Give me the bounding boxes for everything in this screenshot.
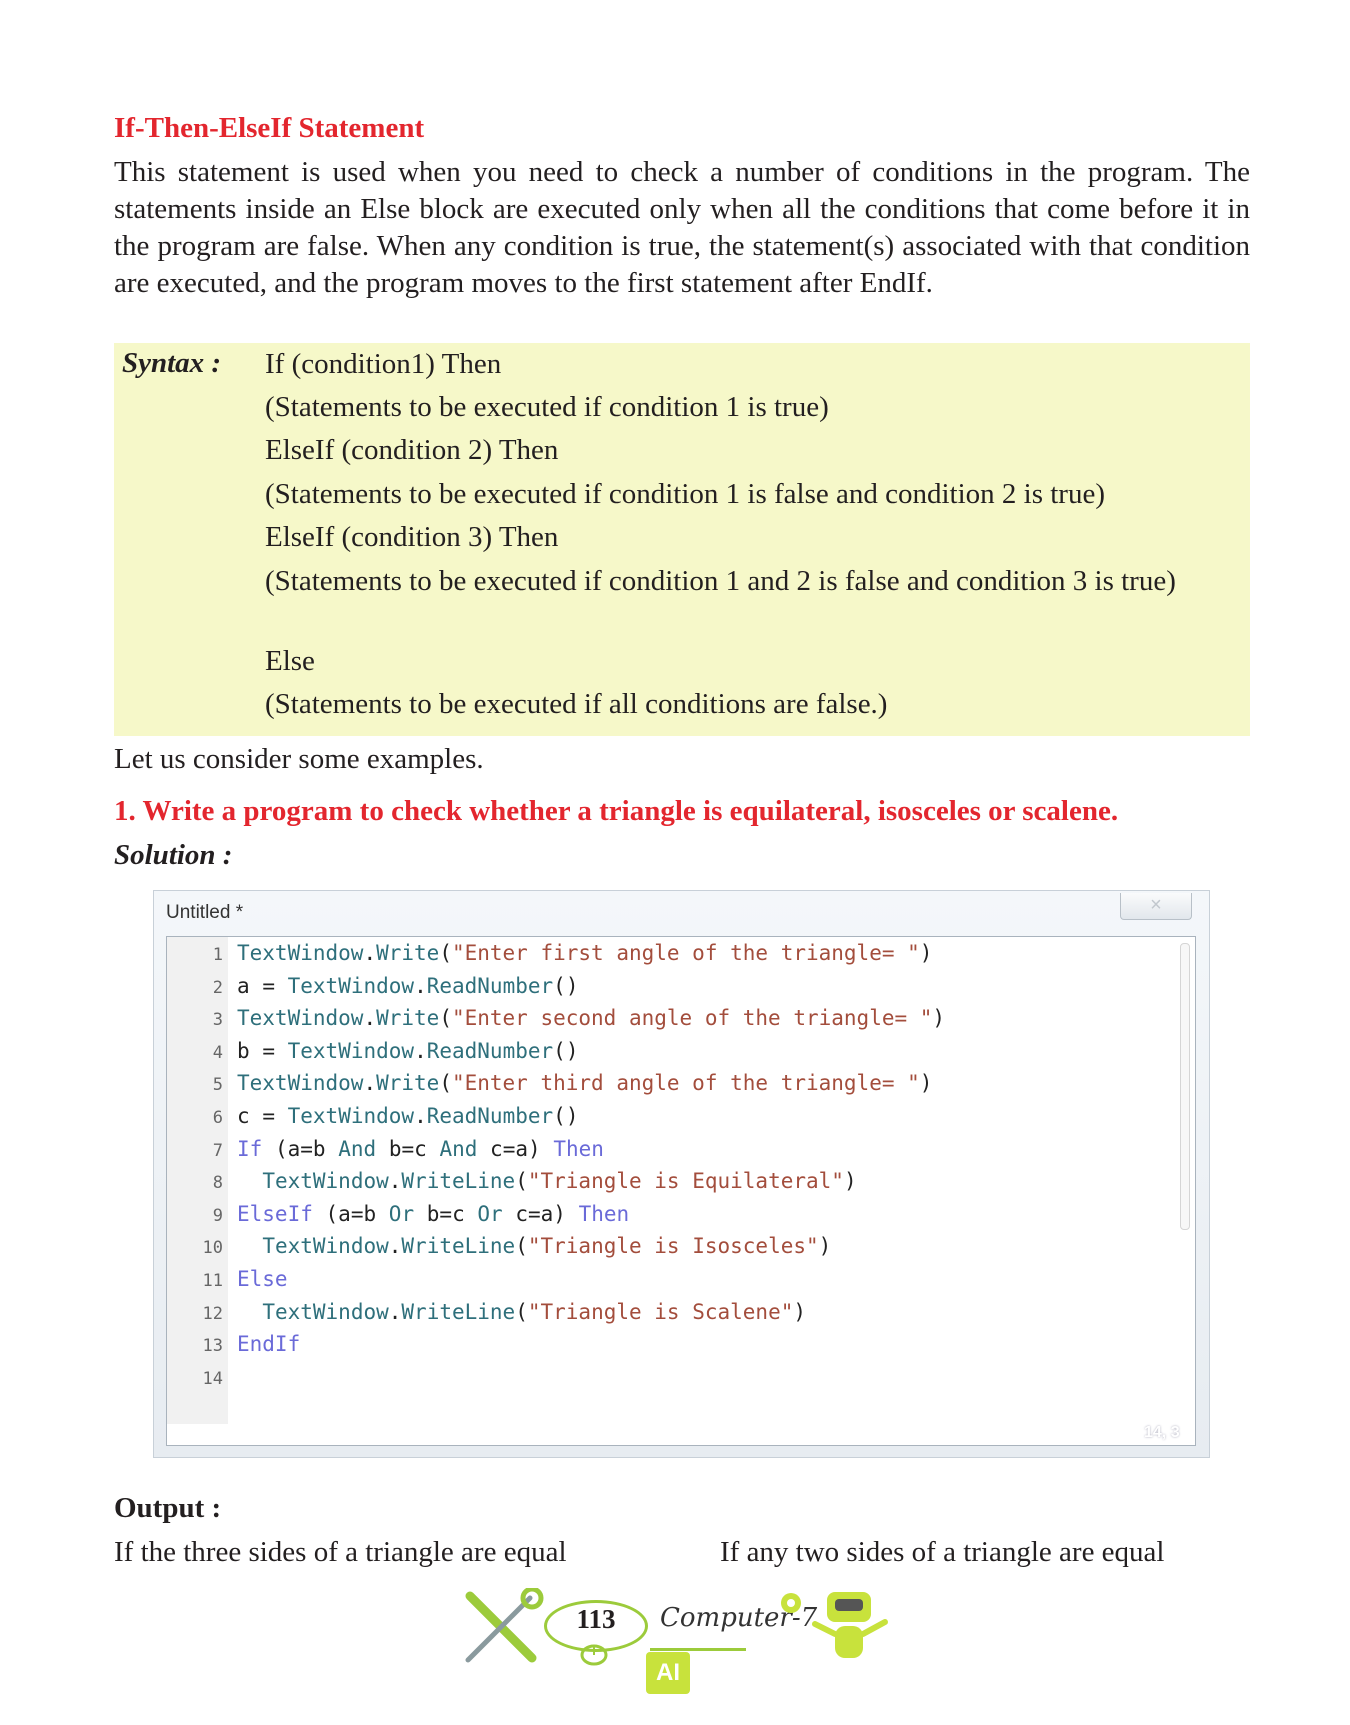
code-text: a = TextWindow.ReadNumber() bbox=[237, 973, 579, 998]
output-label: Output : bbox=[114, 1492, 222, 1524]
code-line[interactable]: 7 If (a=b And b=c And c=a) Then bbox=[167, 1133, 604, 1166]
intro-paragraph: This statement is used when you need to … bbox=[114, 156, 1250, 299]
line-number-gutter bbox=[167, 937, 228, 1424]
syntax-line: (Statements to be executed if condition … bbox=[265, 391, 829, 423]
close-button[interactable]: × bbox=[1120, 893, 1192, 920]
line-number: 13 bbox=[202, 1336, 223, 1357]
page-number-oval bbox=[544, 1600, 648, 1652]
code-line[interactable]: 10 TextWindow.WriteLine("Triangle is Iso… bbox=[167, 1230, 832, 1263]
footer-line bbox=[650, 1648, 746, 1651]
line-number: 10 bbox=[202, 1238, 223, 1259]
line-number: 12 bbox=[202, 1303, 223, 1324]
code-line[interactable]: 4 b = TextWindow.ReadNumber() bbox=[167, 1035, 579, 1068]
line-number: 4 bbox=[212, 1042, 223, 1063]
mouse-icon bbox=[580, 1644, 608, 1666]
scrollbar-thumb[interactable] bbox=[1180, 943, 1190, 1230]
code-line[interactable]: 9 ElseIf (a=b Or b=c Or c=a) Then bbox=[167, 1198, 629, 1231]
code-text: TextWindow.WriteLine("Triangle is Isosce… bbox=[262, 1234, 832, 1259]
editor-window: Untitled * × 1 TextWindow.Write("Enter fi… bbox=[153, 890, 1210, 1458]
line-number: 5 bbox=[212, 1075, 223, 1096]
tools-icon bbox=[465, 1588, 544, 1663]
code-line[interactable]: 3 TextWindow.Write("Enter second angle of… bbox=[167, 1002, 945, 1035]
line-number: 14 bbox=[202, 1368, 223, 1389]
code-line[interactable]: 2 a = TextWindow.ReadNumber() bbox=[167, 970, 579, 1003]
section-heading: If-Then-ElseIf Statement bbox=[114, 112, 425, 144]
line-number: 7 bbox=[212, 1140, 223, 1161]
syntax-line: ElseIf (condition 3) Then bbox=[265, 521, 559, 553]
line-number: 2 bbox=[212, 977, 223, 998]
code-text: b = TextWindow.ReadNumber() bbox=[237, 1038, 579, 1063]
code-text: If (a=b And b=c And c=a) Then bbox=[237, 1136, 604, 1161]
syntax-label: Syntax : bbox=[122, 347, 222, 379]
code-line[interactable]: 1 TextWindow.Write("Enter first angle of … bbox=[167, 937, 933, 970]
line-number: 9 bbox=[212, 1205, 223, 1226]
robot-icon bbox=[812, 1592, 888, 1658]
output-caption-right: If any two sides of a triangle are equal bbox=[720, 1536, 1165, 1568]
code-text: Else bbox=[237, 1267, 288, 1291]
code-line[interactable]: 14 bbox=[167, 1361, 237, 1394]
code-line[interactable]: 11 Else bbox=[167, 1263, 288, 1296]
code-line[interactable]: 12 TextWindow.WriteLine("Triangle is Sca… bbox=[167, 1296, 807, 1329]
gear-icon bbox=[781, 1593, 801, 1613]
solution-label: Solution : bbox=[114, 839, 233, 871]
output-caption-left: If the three sides of a triangle are equ… bbox=[114, 1536, 567, 1568]
code-line[interactable]: 8 TextWindow.WriteLine("Triangle is Equi… bbox=[167, 1165, 857, 1198]
ai-chip-icon: AI bbox=[646, 1652, 690, 1694]
code-text: TextWindow.WriteLine("Triangle is Equila… bbox=[262, 1169, 857, 1194]
question-heading: 1. Write a program to check whether a tr… bbox=[114, 795, 1119, 827]
ai-chip-label: AI bbox=[656, 1659, 680, 1686]
code-text: ElseIf (a=b Or b=c Or c=a) Then bbox=[237, 1201, 630, 1226]
syntax-line: (Statements to be executed if condition … bbox=[265, 478, 1105, 510]
cursor-position: 14, 3 bbox=[1144, 1424, 1180, 1441]
syntax-line: Else bbox=[265, 645, 315, 677]
code-editor[interactable]: 1 TextWindow.Write("Enter first angle of … bbox=[166, 936, 1196, 1446]
line-number: 8 bbox=[212, 1173, 223, 1194]
syntax-line: ElseIf (condition 2) Then bbox=[265, 434, 559, 466]
page-number: 113 bbox=[576, 1604, 616, 1634]
code-text: c = TextWindow.ReadNumber() bbox=[237, 1104, 579, 1128]
syntax-line: If (condition1) Then bbox=[265, 348, 502, 380]
line-number: 11 bbox=[202, 1271, 223, 1291]
syntax-line: (Statements to be executed if all condit… bbox=[265, 688, 888, 720]
code-line[interactable]: 13 EndIf bbox=[167, 1328, 301, 1361]
examples-text: Let us consider some examples. bbox=[114, 743, 484, 775]
code-text: TextWindow.Write("Enter first angle of t… bbox=[237, 941, 933, 965]
syntax-line: (Statements to be executed if condition … bbox=[265, 565, 1176, 597]
line-number: 6 bbox=[212, 1108, 223, 1128]
code-line[interactable]: 5 TextWindow.Write("Enter third angle of … bbox=[167, 1067, 933, 1100]
line-number: 1 bbox=[212, 945, 223, 965]
syntax-box bbox=[114, 343, 1250, 736]
window-title: Untitled * bbox=[166, 902, 244, 923]
code-line[interactable]: 6 c = TextWindow.ReadNumber() bbox=[167, 1100, 579, 1133]
code-text: TextWindow.Write("Enter second angle of … bbox=[237, 1006, 946, 1031]
line-number: 3 bbox=[212, 1010, 223, 1031]
code-text: TextWindow.WriteLine("Triangle is Scalen… bbox=[262, 1299, 807, 1324]
code-text: TextWindow.Write("Enter third angle of t… bbox=[237, 1071, 933, 1096]
code-text: EndIf bbox=[237, 1332, 301, 1357]
